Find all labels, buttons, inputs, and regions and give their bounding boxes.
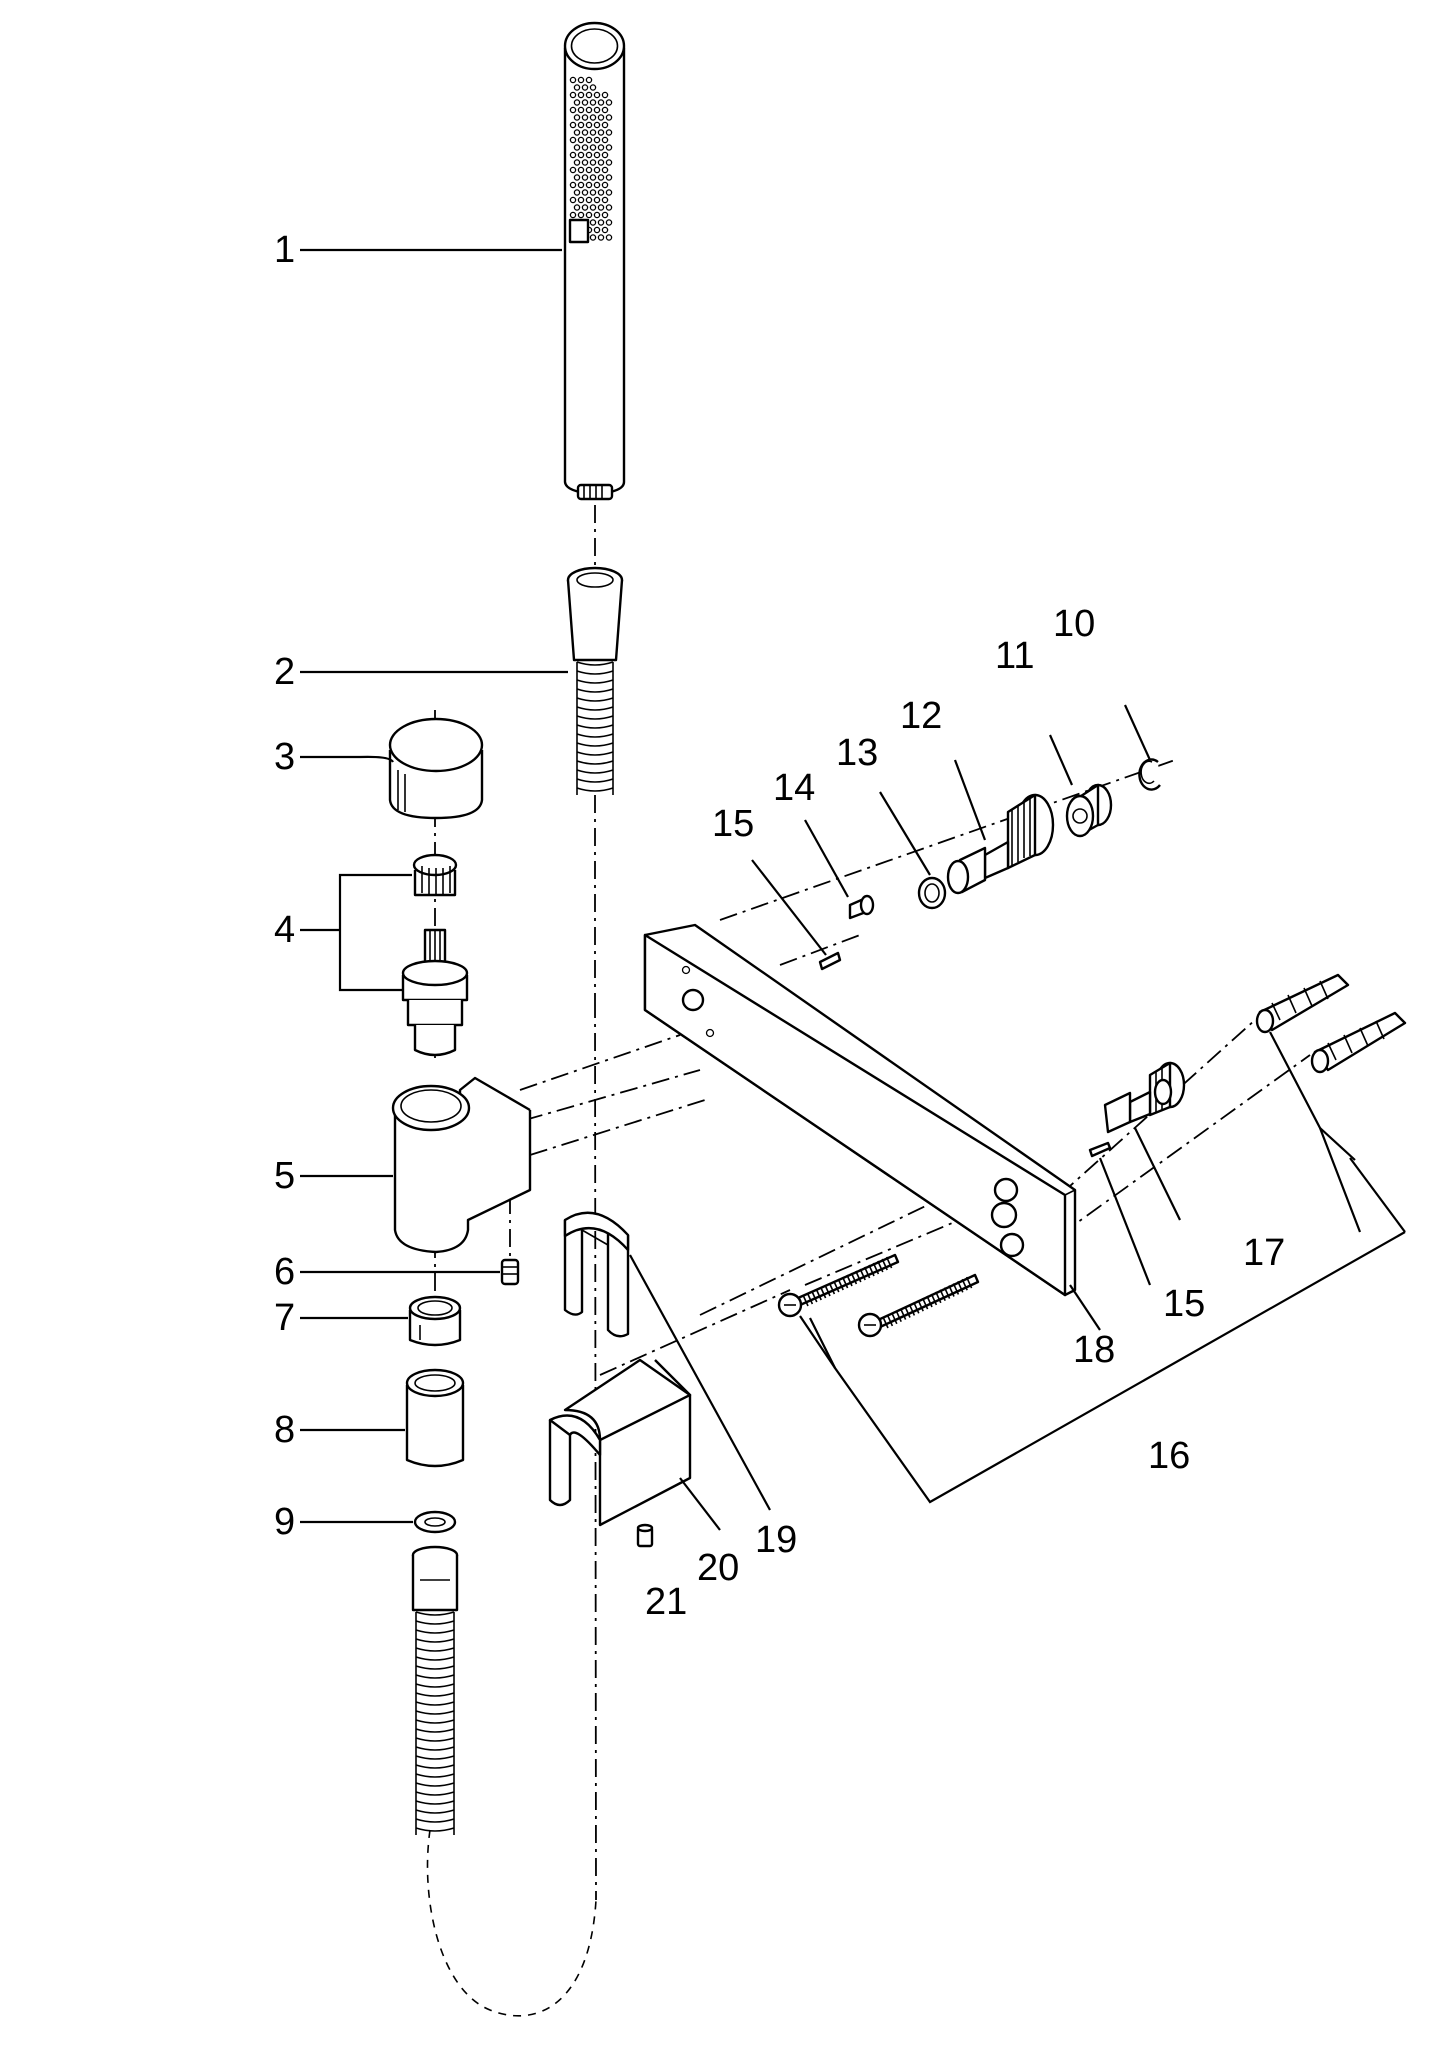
holder-sleeve [563,1211,630,1338]
check-valve-assembly [818,758,1161,971]
label-part-20: 20 [697,1547,739,1589]
label-part-15-upper: 15 [712,803,754,845]
cap [388,717,484,820]
wall-screws [777,1253,980,1338]
label-part-10: 10 [1053,603,1095,645]
label-part-1: 1 [274,229,295,271]
nozzle-grid [569,76,613,241]
hose-lower [411,1545,459,1835]
label-part-17: 17 [1243,1232,1285,1274]
axis-lines [434,505,1311,1901]
label-part-6: 6 [274,1251,295,1293]
label-part-2: 2 [274,651,295,693]
label-part-11: 11 [995,635,1034,677]
label-part-3: 3 [274,736,295,778]
hose-connector [566,566,624,795]
sleeve [405,1368,465,1468]
hand-shower [563,21,626,501]
valve-cartridge [401,853,469,1057]
part-labels: 1 2 3 4 5 6 7 8 9 10 11 12 13 14 15 15 1… [274,229,1285,1623]
label-part-14: 14 [773,767,815,809]
ring-nut [408,1295,462,1347]
label-part-19: 19 [755,1519,797,1561]
leader-lines [300,248,1406,1531]
set-screw [636,1523,654,1548]
label-part-12: 12 [900,695,942,737]
label-part-9: 9 [274,1501,295,1543]
label-part-18: 18 [1073,1329,1115,1371]
brand-logo [568,218,590,244]
label-part-4: 4 [274,909,295,951]
hose-segment-upper [576,661,614,795]
washer [413,1510,457,1534]
grub-screw [500,1258,520,1286]
wall-plate [643,923,1077,1297]
label-part-5: 5 [274,1155,295,1197]
hose-holder [548,1358,692,1527]
label-part-15-lower: 15 [1163,1283,1205,1325]
label-part-13: 13 [836,732,878,774]
label-part-8: 8 [274,1409,295,1451]
label-part-16: 16 [1148,1435,1190,1477]
valve-body [391,1076,532,1254]
label-part-21: 21 [645,1581,687,1623]
wall-connector [1088,1061,1186,1158]
label-part-7: 7 [274,1297,295,1339]
wall-plugs [1255,973,1407,1074]
hose-loop [426,1829,597,2017]
